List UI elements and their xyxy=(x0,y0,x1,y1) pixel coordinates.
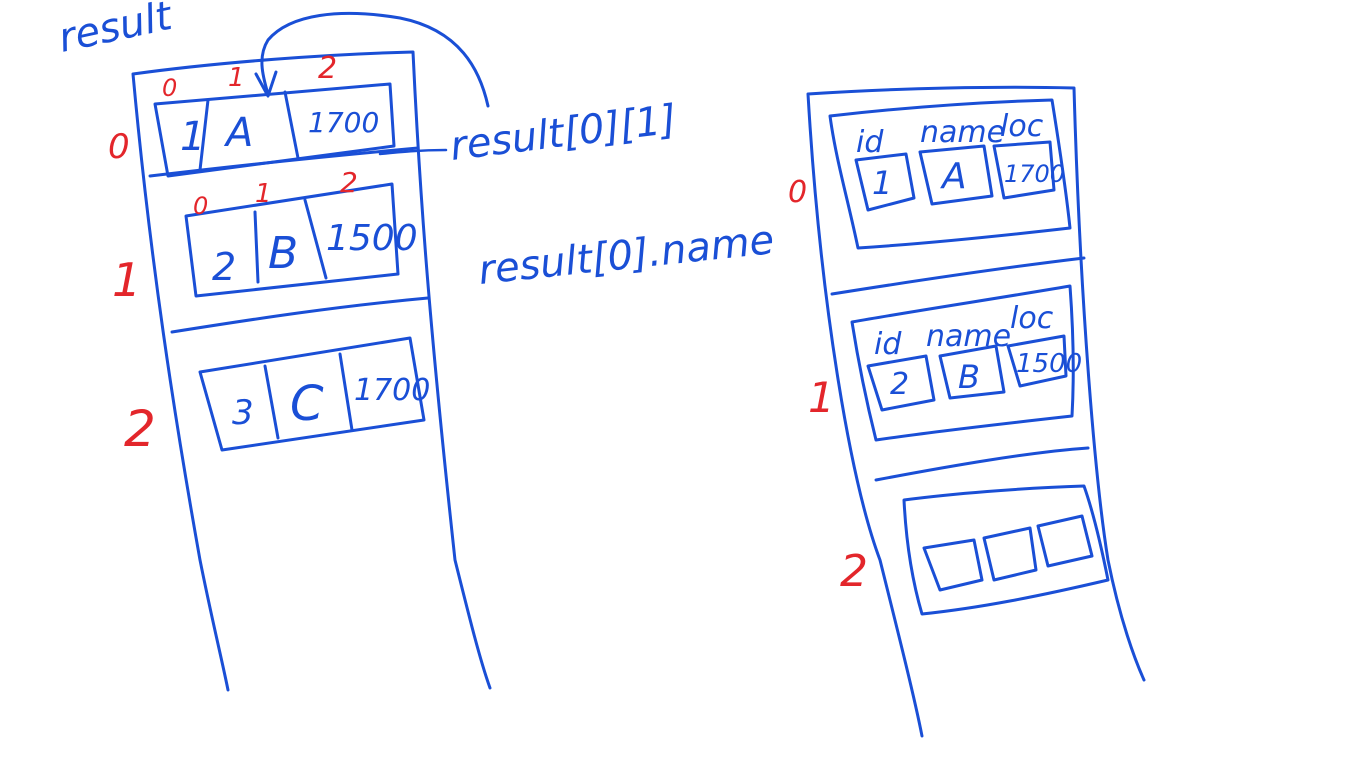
left-row1-cell-2: 1500 xyxy=(326,218,418,259)
right-object0-key-name: name xyxy=(920,115,1005,150)
left-row0-col-index-1: 1 xyxy=(228,63,245,93)
right-object1-key-id: id xyxy=(874,327,902,362)
left-row2-cell-2: 1700 xyxy=(354,373,430,408)
right-object0-value-id: 1 xyxy=(872,164,892,202)
right-object0-box xyxy=(828,98,1072,250)
left-row0-col-index-0: 0 xyxy=(162,74,177,102)
left-row2-divider-1 xyxy=(263,364,280,440)
left-row0-col-index-2: 2 xyxy=(318,51,337,86)
right-object1-value-loc: 1500 xyxy=(1016,349,1082,379)
left-row2-inner-array xyxy=(198,336,426,452)
left-row1-col-index-1: 1 xyxy=(255,179,272,209)
right-object1-value-name: B xyxy=(958,358,980,396)
left-row0-cell-1: A xyxy=(223,110,253,156)
left-row1-divider-1 xyxy=(253,210,260,284)
left-row-index-0: 0 xyxy=(108,127,130,167)
index-access-annotation: result[0][1] xyxy=(448,97,679,170)
left-row1-cell-0: 2 xyxy=(212,245,236,289)
left-outer-container xyxy=(131,50,492,692)
right-object2-empty-slot-2 xyxy=(982,526,1038,582)
left-row0-divider-1 xyxy=(198,98,210,172)
right-outer-container xyxy=(806,85,1146,738)
right-object1-key-loc: loc xyxy=(1010,301,1054,336)
right-row-index-2: 2 xyxy=(840,546,868,597)
left-row0-inner-array xyxy=(153,82,396,178)
left-array-diagram: result 0 1 2 0 1 2 0 1 2 1 A 1700 xyxy=(55,0,492,692)
right-object2-empty-slot-3 xyxy=(1036,514,1094,568)
left-row0-cell-2: 1700 xyxy=(308,106,379,139)
left-row-index-2: 2 xyxy=(124,400,156,458)
right-object0-id-box xyxy=(854,152,916,212)
right-object2-box xyxy=(902,484,1110,616)
right-object0-name-box xyxy=(918,144,994,206)
left-row2-cell-1: C xyxy=(290,376,324,432)
right-object0-value-name: A xyxy=(940,156,967,197)
right-row-separator-1 xyxy=(830,256,1086,296)
right-object1-value-id: 2 xyxy=(890,367,909,402)
right-row-separator-2 xyxy=(874,446,1090,482)
left-row2-cell-0: 3 xyxy=(232,393,254,433)
left-row1-cell-1: B xyxy=(268,228,298,279)
right-object2-empty-slot-1 xyxy=(922,538,984,592)
right-row-index-1: 1 xyxy=(808,373,835,422)
access-annotations: result[0][1] result[0].name xyxy=(448,97,777,294)
right-object1-name-box xyxy=(938,344,1006,400)
left-row-index-1: 1 xyxy=(112,253,141,307)
left-row2-divider-2 xyxy=(338,352,354,432)
right-row-index-0: 0 xyxy=(788,175,807,210)
left-row1-col-index-0: 0 xyxy=(193,192,208,220)
right-array-diagram: id name loc 1 A 1700 id name loc 2 B 150… xyxy=(788,85,1146,738)
right-object0-key-id: id xyxy=(856,125,884,160)
right-object1-id-box xyxy=(866,354,936,412)
right-object1-loc-box xyxy=(1006,334,1068,388)
left-row1-col-index-2: 2 xyxy=(340,166,358,199)
left-row-separator-2 xyxy=(170,296,430,334)
index-access-pointer-arrow xyxy=(260,11,490,108)
right-object1-key-name: name xyxy=(926,319,1011,354)
left-row0-cell-0: 1 xyxy=(180,114,205,160)
left-row1-inner-array xyxy=(184,182,400,298)
right-object0-key-loc: loc xyxy=(1000,109,1044,144)
left-row1-divider-2 xyxy=(303,198,328,280)
right-object1-box xyxy=(850,284,1075,442)
property-access-annotation: result[0].name xyxy=(476,217,776,294)
left-array-title: result xyxy=(55,0,177,62)
right-object0-loc-box xyxy=(992,140,1056,200)
pointer-arrowhead-icon xyxy=(254,70,278,98)
right-object0-value-loc: 1700 xyxy=(1004,160,1065,188)
left-row0-divider-2 xyxy=(283,90,300,160)
index-access-connector-line xyxy=(378,148,448,156)
